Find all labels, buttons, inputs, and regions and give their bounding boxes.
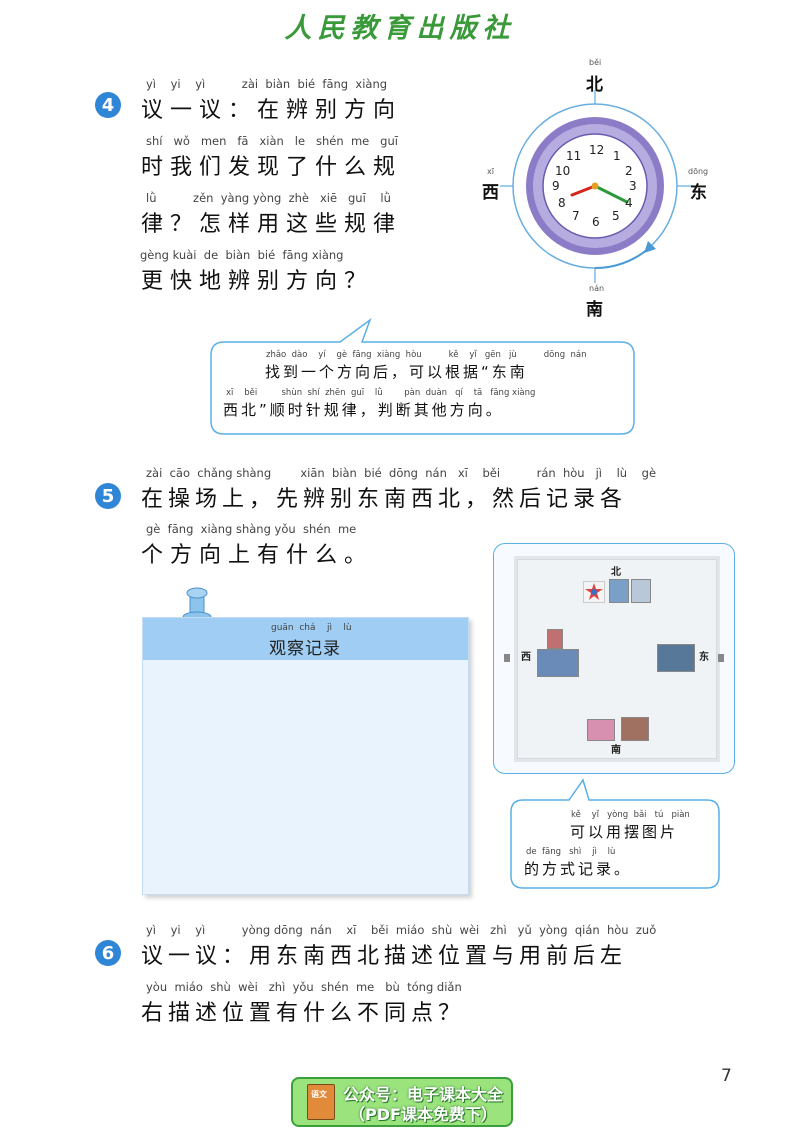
clock-number-9: 9 — [552, 179, 560, 193]
bubble-text-2: 西北”顺时针规律，判断其他方向。 — [223, 401, 504, 419]
clock-number-11: 11 — [566, 149, 582, 163]
east-pinyin: dōng — [688, 167, 709, 176]
bubble2-pinyin-1: kě yǐ yòng bǎi tú piàn — [571, 810, 690, 820]
clock-number-5: 5 — [612, 209, 620, 223]
board-west-label: 西 — [521, 652, 531, 663]
clock-number-3: 3 — [629, 179, 637, 193]
bubble2-text-2: 的方式记录。 — [524, 860, 633, 878]
bubble-shape — [210, 318, 635, 435]
photo-board-frame: 北 南 东 西 — [493, 543, 735, 774]
section-4-line-2: 时我们发现了什么规 — [141, 155, 403, 180]
section-5-line-2: 个方向上有什么。 — [141, 543, 374, 568]
observation-record-card[interactable]: guān chá jì lù 观察记录 — [142, 617, 469, 895]
clock-number-7: 7 — [572, 209, 580, 223]
board-picture-east — [657, 644, 695, 672]
bubble-shape-2 — [510, 778, 720, 889]
clock-number-12: 12 — [589, 143, 605, 157]
record-title-pinyin: guān chá jì lù — [271, 623, 352, 633]
south-label: 南 — [586, 300, 603, 320]
bubble-text-1: 找到一个方向后，可以根据“东南 — [265, 363, 528, 381]
board-clip-left — [504, 654, 510, 662]
section-4-line-4: 更快地辨别方向？ — [141, 269, 374, 294]
board-picture-south-2 — [621, 717, 649, 741]
board-north-label: 北 — [611, 567, 621, 578]
clock-number-6: 6 — [592, 215, 600, 229]
board-picture-logo — [583, 581, 605, 603]
bubble2-pinyin-2: de fāng shì jì lù — [526, 847, 616, 857]
clock-number-10: 10 — [555, 164, 571, 178]
section-4-pinyin-3: lǜ zěn yàng yòng zhè xiē guī lǜ — [146, 191, 391, 205]
compass-clock-graphic — [500, 90, 692, 283]
section-5-pinyin-2: gè fāng xiàng shàng yǒu shén me — [146, 522, 357, 536]
section-4-line-3: 律？怎样用这些规律 — [141, 212, 403, 237]
direction-board: 北 南 东 西 — [514, 556, 720, 762]
section-5-pinyin-1: zài cāo chǎng shàng xiān biàn bié dōng n… — [146, 466, 657, 480]
watermark-line-1: 公众号：电子课本大全 — [343, 1085, 504, 1104]
publisher-title: 人民教育出版社 — [284, 13, 516, 44]
watermark-banner: 语文 公众号：电子课本大全 （PDF课本免费下） — [291, 1077, 513, 1127]
bubble-pinyin-2: xī běi shùn shí zhēn guī lǜ pàn duàn qí … — [226, 388, 536, 398]
board-picture-north-1 — [609, 579, 629, 603]
section-4-pinyin-4: gèng kuài de biàn bié fāng xiàng — [140, 248, 344, 262]
west-pinyin: xī — [487, 167, 494, 176]
section-5-badge: 5 — [95, 483, 121, 509]
hint-bubble-directions: zhǎo dào yí gè fāng xiàng hòu kě yǐ gēn … — [210, 318, 635, 436]
record-title: 观察记录 — [269, 639, 341, 659]
section-4-line-1: 议一议：在辨别方向 — [141, 98, 403, 123]
clock-number-2: 2 — [625, 164, 633, 178]
north-pinyin: běi — [589, 58, 602, 67]
board-picture-west-1 — [547, 629, 563, 649]
section-4-pinyin-2: shí wǒ men fā xiàn le shén me guī — [146, 134, 398, 148]
page-number: 7 — [721, 1066, 732, 1086]
board-picture-north-2 — [631, 579, 651, 603]
hint-bubble-record: kě yǐ yòng bǎi tú piàn 可以用摆图片 de fāng sh… — [509, 778, 721, 890]
section-5-line-1: 在操场上，先辨别东南西北，然后记录各 — [141, 487, 628, 512]
section-6-badge: 6 — [95, 940, 121, 966]
compass-clock-figure: 12 1 2 3 4 5 6 7 8 9 10 11 běi 北 nán 南 d… — [480, 55, 720, 320]
board-picture-south-1 — [587, 719, 615, 741]
section-6-pinyin-2: yòu miáo shù wèi zhì yǒu shén me bù tóng… — [146, 980, 462, 994]
book-icon-label: 语文 — [311, 1090, 327, 1099]
board-east-label: 东 — [699, 652, 709, 663]
south-pinyin: nán — [589, 284, 605, 293]
book-icon: 语文 — [307, 1084, 335, 1120]
clock-number-8: 8 — [558, 196, 566, 210]
section-6-pinyin-1: yì yi yì yòng dōng nán xī běi miáo shù w… — [146, 923, 657, 937]
record-card-header — [143, 618, 468, 660]
section-6-line-2: 右描述位置有什么不同点？ — [141, 1001, 466, 1026]
east-label: 东 — [690, 183, 707, 203]
section-4-pinyin-1: yì yi yì zài biàn bié fāng xiàng — [146, 77, 388, 91]
north-label: 北 — [586, 75, 603, 95]
section-4-badge: 4 — [95, 92, 121, 118]
clock-number-4: 4 — [625, 196, 633, 210]
board-picture-west-2 — [537, 649, 579, 677]
west-label: 西 — [482, 183, 499, 203]
bubble2-text-1: 可以用摆图片 — [570, 823, 679, 841]
bubble-pinyin-1: zhǎo dào yí gè fāng xiàng hòu kě yǐ gēn … — [266, 350, 587, 360]
board-south-label: 南 — [611, 745, 621, 756]
board-clip-right — [718, 654, 724, 662]
clock-number-1: 1 — [613, 149, 621, 163]
section-6-line-1: 议一议：用东南西北描述位置与用前后左 — [141, 944, 628, 969]
watermark-line-2: （PDF课本免费下） — [349, 1105, 497, 1124]
